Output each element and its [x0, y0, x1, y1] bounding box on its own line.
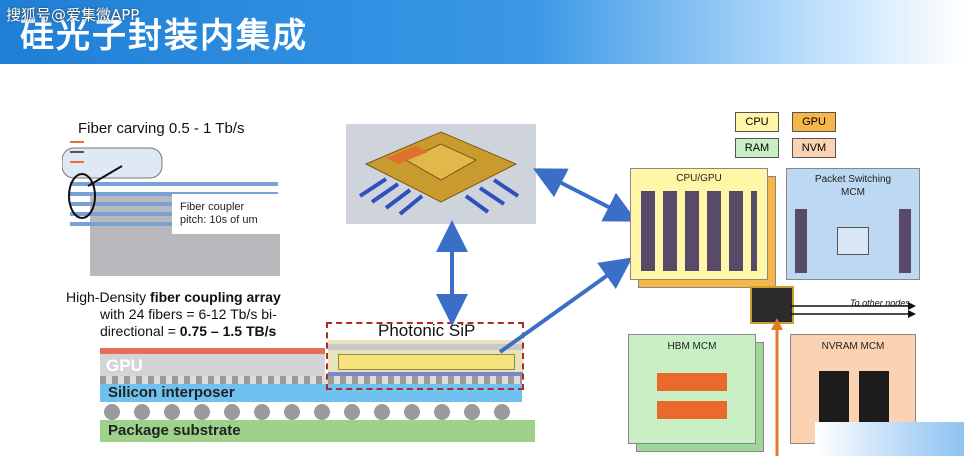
- fiber-coupler-label: Fiber coupler pitch: 10s of um: [180, 201, 258, 227]
- packet-switching-mcm: Packet Switching MCM: [786, 168, 920, 280]
- fiber-array-text: High-Density fiber coupling array with 2…: [66, 289, 281, 340]
- fiber-carving-illustration: [62, 141, 280, 276]
- orange-up-arrow: [771, 318, 783, 456]
- fiber-carving-label: Fiber carving 0.5 - 1 Tb/s: [78, 120, 245, 137]
- gpu-layer: GPU: [100, 348, 325, 376]
- packet-title-line2: MCM: [841, 187, 865, 198]
- packet-title-line1: Packet Switching: [814, 174, 892, 185]
- central-switch-chip: [750, 286, 794, 324]
- photonic-sip-box: [326, 322, 524, 390]
- legend-ram: RAM: [735, 138, 779, 158]
- packet-chip-ring: [795, 209, 911, 273]
- interposer-label: Silicon interposer: [108, 384, 235, 401]
- gpu-layer-label: GPU: [106, 356, 143, 375]
- nvram-memory-blocks: [819, 371, 889, 425]
- package-substrate-layer: Package substrate: [100, 420, 535, 442]
- fiber-array-line3-prefix: directional =: [100, 323, 180, 339]
- fiber-array-prefix: High-Density: [66, 289, 151, 305]
- gpu-top-stripe: [100, 348, 325, 354]
- header-banner: 硅光子封装内集成 搜狐号@爱集微APP: [0, 0, 964, 64]
- solder-balls-row: [104, 404, 510, 420]
- fiber-array-bold: fiber coupling array: [150, 289, 281, 305]
- to-other-nodes-label: To other nodes: [850, 298, 910, 308]
- cpu-gpu-mcm: CPU/GPU: [630, 168, 768, 280]
- fiber-array-line2: with 24 fibers = 6-12 Tb/s bi-: [100, 306, 277, 322]
- micro-bumps-row: [100, 376, 522, 384]
- cpu-gpu-chip-grid: [641, 191, 757, 271]
- other-nodes-arrows: [790, 302, 916, 318]
- fiber-array-bandwidth: 0.75 – 1.5 TB/s: [179, 323, 277, 339]
- legend-gpu: GPU: [792, 112, 836, 132]
- hbm-mcm: HBM MCM: [628, 334, 756, 444]
- nvram-title: NVRAM MCM: [821, 341, 885, 352]
- hbm-memory-blocks: [657, 373, 727, 419]
- fiber-coupler-line2: pitch: 10s of um: [180, 214, 258, 226]
- cpu-gpu-title: CPU/GPU: [676, 173, 722, 184]
- watermark: 搜狐号@爱集微APP: [6, 6, 140, 24]
- package-3d-render: [346, 124, 536, 224]
- slide-title: 硅光子封装内集成: [20, 16, 308, 56]
- legend-nvm: NVM: [792, 138, 836, 158]
- legend-cpu: CPU: [735, 112, 779, 132]
- hbm-title: HBM MCM: [667, 341, 717, 352]
- corner-gradient: [815, 422, 964, 456]
- fiber-coupler-line1: Fiber coupler: [180, 201, 245, 213]
- substrate-label: Package substrate: [108, 422, 241, 439]
- sip-internals: [328, 340, 523, 380]
